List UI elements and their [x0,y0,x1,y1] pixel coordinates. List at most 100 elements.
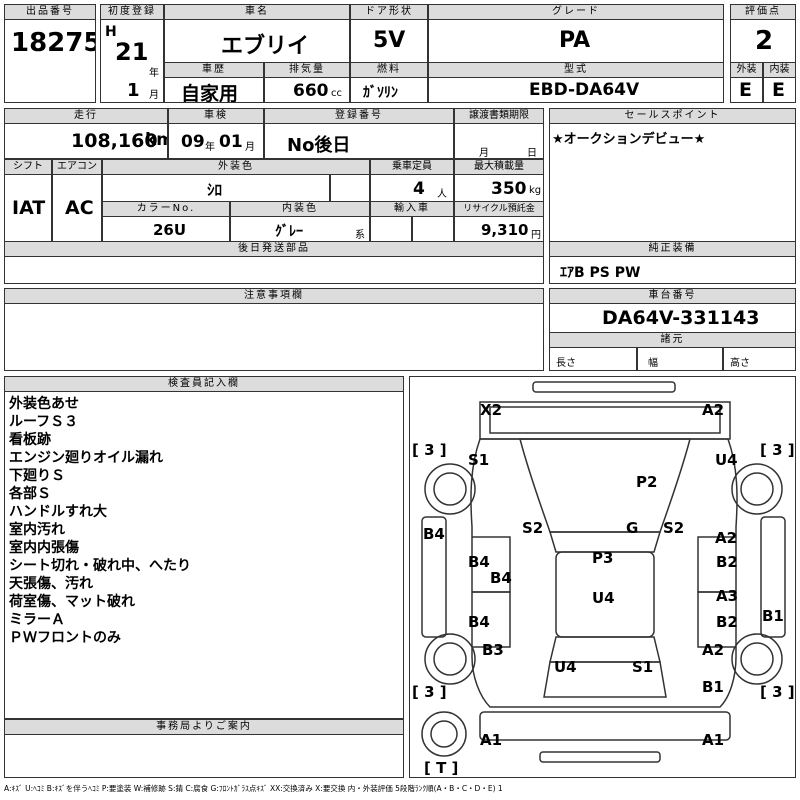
mark-x2: X2 [480,401,502,419]
specs-header: 諸元 [549,332,796,348]
car-diagram-panel: X2 A2 [ 3 ] [ 3 ] S1 U4 P2 B4 S2 G S2 A2… [409,376,796,778]
mileage: 108,160 [71,130,158,152]
inspection-year-unit: 年 [205,142,215,153]
chassis-no: DA64V-331143 [602,307,760,329]
interior-header: 内装 [763,62,796,78]
mileage-cell: 108,160 km [4,123,168,159]
mark-spare: [ T ] [424,759,458,777]
later-parts-cell [4,256,544,284]
history-header: 車歴 [164,62,264,78]
color-no-cell: 26U [102,216,230,242]
windshield [548,531,662,553]
chassis-no-header: 車台番号 [549,288,796,304]
displacement-unit: cc [331,88,342,99]
grade: PA [559,28,591,53]
import-cell [370,216,412,242]
recycle-header: リサイクル預託金 [454,201,544,217]
rear-step [539,751,661,763]
inspection-cell: 09 年 01 月 [168,123,264,159]
model-code: EBD-DA64V [529,80,640,100]
reg-no-cell: No後日 [264,123,454,159]
sales-point: ★オークションデビュー★ [552,132,706,147]
exterior-grade-cell: E [730,77,763,103]
shift-header: シフト [4,159,52,175]
mark-b1-right: B1 [762,607,784,625]
max-load-header: 最大積載量 [454,159,544,175]
wheel-front-right-inner [740,472,774,506]
mark-b2-b: B2 [716,613,738,631]
score: 2 [755,26,774,56]
deadline-month-unit: 月 [479,148,489,159]
mark-a3: A3 [716,587,738,605]
door-type-header: ドア形状 [350,4,428,20]
note-line: ＰＷフロントのみ [9,630,121,646]
fuel: ｶﾞｿﾘﾝ [363,85,398,101]
exterior-grade: E [739,79,752,101]
interior-grade: E [772,79,785,101]
note-line: エンジン廻りオイル漏れ [9,450,163,466]
ext-color-header: 外装色 [102,159,370,175]
mark-a2-right: A2 [715,529,737,547]
office-notice-cell [4,734,404,778]
mark-a1-right: A1 [702,731,724,749]
exterior-header: 外装 [730,62,763,78]
reg-no-header: 登録番号 [264,108,454,124]
grade-header: グレード [428,4,724,20]
note-line: 室内汚れ [9,522,65,538]
mark-p3: P3 [592,549,613,567]
inspection-month: 01 [219,132,243,152]
mark-b4-c: B4 [468,613,490,631]
note-line: 室内内張傷 [9,540,79,556]
left-side-panel [421,516,447,638]
length-cell: 長さ [549,347,637,371]
right-rear-door [697,591,736,648]
import-cell-b [412,216,454,242]
model-code-header: 型式 [428,62,724,78]
inspector-notes-header: 検査員記入欄 [4,376,404,392]
wheel-front-left-inner [433,472,467,506]
reg-year: 21 [115,38,149,66]
caution-header: 注意事項欄 [4,288,544,304]
capacity-header: 乗車定員 [370,159,454,175]
year-unit: 年 [149,68,159,79]
mileage-unit: km [145,130,167,150]
later-parts-header: 後日発送部品 [4,241,544,257]
note-line: 天張傷、汚れ [9,576,93,592]
first-reg-header: 初度登録 [100,4,164,20]
int-color: ｸﾞﾚｰ [275,224,303,240]
mark-u4-mid: U4 [592,589,615,607]
inspection-month-unit: 月 [245,142,255,153]
mark-tire-bl: [ 3 ] [412,683,447,701]
ext-color-cell: ｼﾛ [102,174,330,202]
length-label: 長さ [556,358,576,369]
note-line: ルーフＳ３ [9,414,79,430]
mark-b1-low: B1 [702,678,724,696]
ext-color-spare [330,174,370,202]
caution-cell [4,303,544,371]
mark-b3: B3 [482,641,504,659]
note-line: 外装色あせ [9,396,79,412]
mark-u4-low: U4 [554,658,577,676]
recycle-cell: 9,310 円 [454,216,544,242]
grade-cell: PA [428,19,724,63]
transfer-deadline-header: 譲渡書類期限 [454,108,544,124]
front-inner [489,406,721,434]
int-color-unit: 系 [355,230,365,241]
mark-a1-left: A1 [480,731,502,749]
genuine-equipment: ｴｱB PS PW [560,265,641,281]
capacity-unit: 人 [437,189,447,200]
note-line: ハンドルすれ大 [9,504,107,520]
mark-s2-left: S2 [522,519,543,537]
recycle-fee: 9,310 [481,221,529,239]
displacement-cell: 660 cc [264,77,350,103]
body-outline [470,438,738,708]
car-diagram: X2 A2 [ 3 ] [ 3 ] S1 U4 P2 B4 S2 G S2 A2… [412,381,795,777]
legend: A:ｷｽﾞ U:ﾍｺﾐ B:ｷｽﾞを伴うﾍｺﾐ P:要塗装 W:補修跡 S:錆 … [4,784,503,793]
history: 自家用 [181,83,239,103]
reg-no: No後日 [287,135,351,156]
sales-point-header: セールスポイント [549,108,796,124]
displacement-header: 排気量 [264,62,350,78]
mark-b4-left: B4 [423,525,445,543]
max-load-unit: kg [529,185,542,196]
reg-month: 1 [127,80,140,101]
